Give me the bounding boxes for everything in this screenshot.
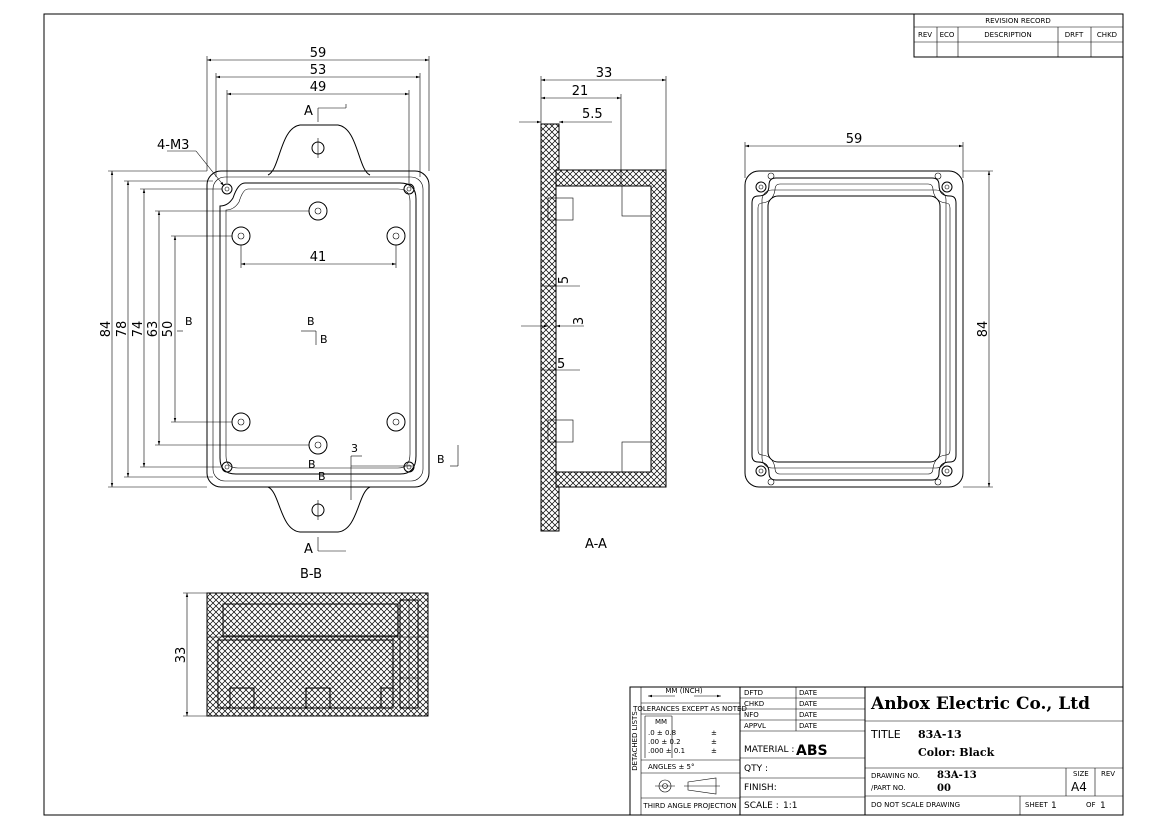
drawing-no-label: DRAWING NO. [871,772,920,780]
signoff-appvl: APPVL [744,722,766,730]
section-b-lower-2: B [318,470,326,483]
signoff-chkd: CHKD [744,700,764,708]
dim-3-top: 3 [351,442,358,455]
section-b-left: B [185,315,193,328]
projection-label: THIRD ANGLE PROJECTION [642,802,736,810]
dim-78: 78 [115,321,130,338]
lid-view: 59 84 [744,132,993,488]
rev-header-eco: ECO [940,31,955,39]
title-label: TITLE [870,728,901,741]
section-a-top: A [304,104,313,119]
title-block: DETACHED LISTS MM (INCH) TOLERANCES EXCE… [629,686,1124,816]
dim-33-section-b: 33 [174,647,189,664]
tol-row-3: .000 ± 0.1 [648,747,685,755]
dim-84-top: 84 [99,321,114,338]
dim-49-top: 49 [310,80,327,95]
pm-3: ± [711,747,717,755]
company-name: Anbox Electric Co., Ltd [870,694,1090,714]
finish-label: FINISH: [744,783,777,793]
tol-row-1: .0 ± 0.8 [648,729,676,737]
rev-header-drft: DRFT [1065,31,1084,39]
date-label-3: DATE [799,711,817,719]
mm-inch-label: MM (INCH) [665,687,702,695]
projection-symbol-icon [655,777,720,795]
section-a-bottom: A [304,542,313,557]
section-b-caption: B-B [300,567,322,582]
dim-59-top: 59 [310,46,327,61]
part-no-label: /PART NO. [871,784,905,792]
scale-label: SCALE : [744,801,779,811]
angles-label: ANGLES ± 5° [648,763,694,771]
signoff-nfo: NFO [744,711,759,719]
part-no-value: 00 [937,783,951,794]
qty-label: QTY : [744,764,768,774]
do-not-scale: DO NOT SCALE DRAWING [871,801,960,809]
drawing-border [43,13,1124,816]
rev-header-description: DESCRIPTION [984,31,1031,39]
date-label-4: DATE [799,722,817,730]
drawing-no-value: 83A-13 [937,770,977,781]
section-b-center-1: B [307,315,315,328]
section-b-center-2: B [320,333,328,346]
rev-header-chkd: CHKD [1097,31,1117,39]
tolerances-label: TOLERANCES EXCEPT AS NOTED [632,705,747,713]
dim-41: 41 [310,250,327,265]
mm-label: MM [655,718,667,726]
dim-63: 63 [146,321,161,338]
revision-block: REVISION RECORD REV ECO DESCRIPTION DRFT… [913,13,1124,58]
size-label: SIZE [1073,770,1089,778]
date-label-1: DATE [799,689,817,697]
rev-label: REV [1101,770,1115,778]
revision-title: REVISION RECORD [985,17,1051,25]
material-value: ABS [796,743,828,759]
section-a-a: 33 21 5.5 5 3 5 A-A [519,66,667,552]
dim-50: 50 [161,321,176,338]
dim-3-section-a: 3 [572,317,587,325]
signoff-dftd: DFTD [744,689,763,697]
of-label: OF [1086,801,1096,809]
pm-1: ± [711,729,717,737]
detached-lists-label: DETACHED LISTS [631,711,639,771]
tol-row-2: .00 ± 0.2 [648,738,681,746]
pm-2: ± [711,738,717,746]
scale-value: 1:1 [783,801,797,811]
dim-5-upper: 5 [557,276,572,284]
section-b-right: B [437,453,445,466]
rev-header-rev: REV [918,31,932,39]
dim-84-lid: 84 [976,321,991,338]
color-value: Color: Black [918,746,995,759]
dim-5-lower: 5 [557,357,565,372]
section-b-lower: B [308,458,316,471]
hole-callout: 4-M3 [157,138,189,153]
title-value: 83A-13 [918,728,962,741]
size-value: A4 [1071,780,1087,794]
dim-53-top: 53 [310,63,327,78]
dim-21: 21 [572,84,589,99]
section-a-caption: A-A [585,537,607,552]
of-value: 1 [1100,801,1106,811]
material-label: MATERIAL : [744,745,794,755]
dim-59-lid: 59 [846,132,863,147]
dim-5-5: 5.5 [582,107,603,122]
sheet-label: SHEET [1025,801,1049,809]
section-b-b: 33 B-B [174,567,429,717]
dim-33-section-a: 33 [596,66,613,81]
date-label-2: DATE [799,700,817,708]
top-view: 59 53 49 41 84 78 74 63 50 [99,46,459,557]
sheet-value: 1 [1051,801,1057,811]
dim-74: 74 [131,321,146,338]
